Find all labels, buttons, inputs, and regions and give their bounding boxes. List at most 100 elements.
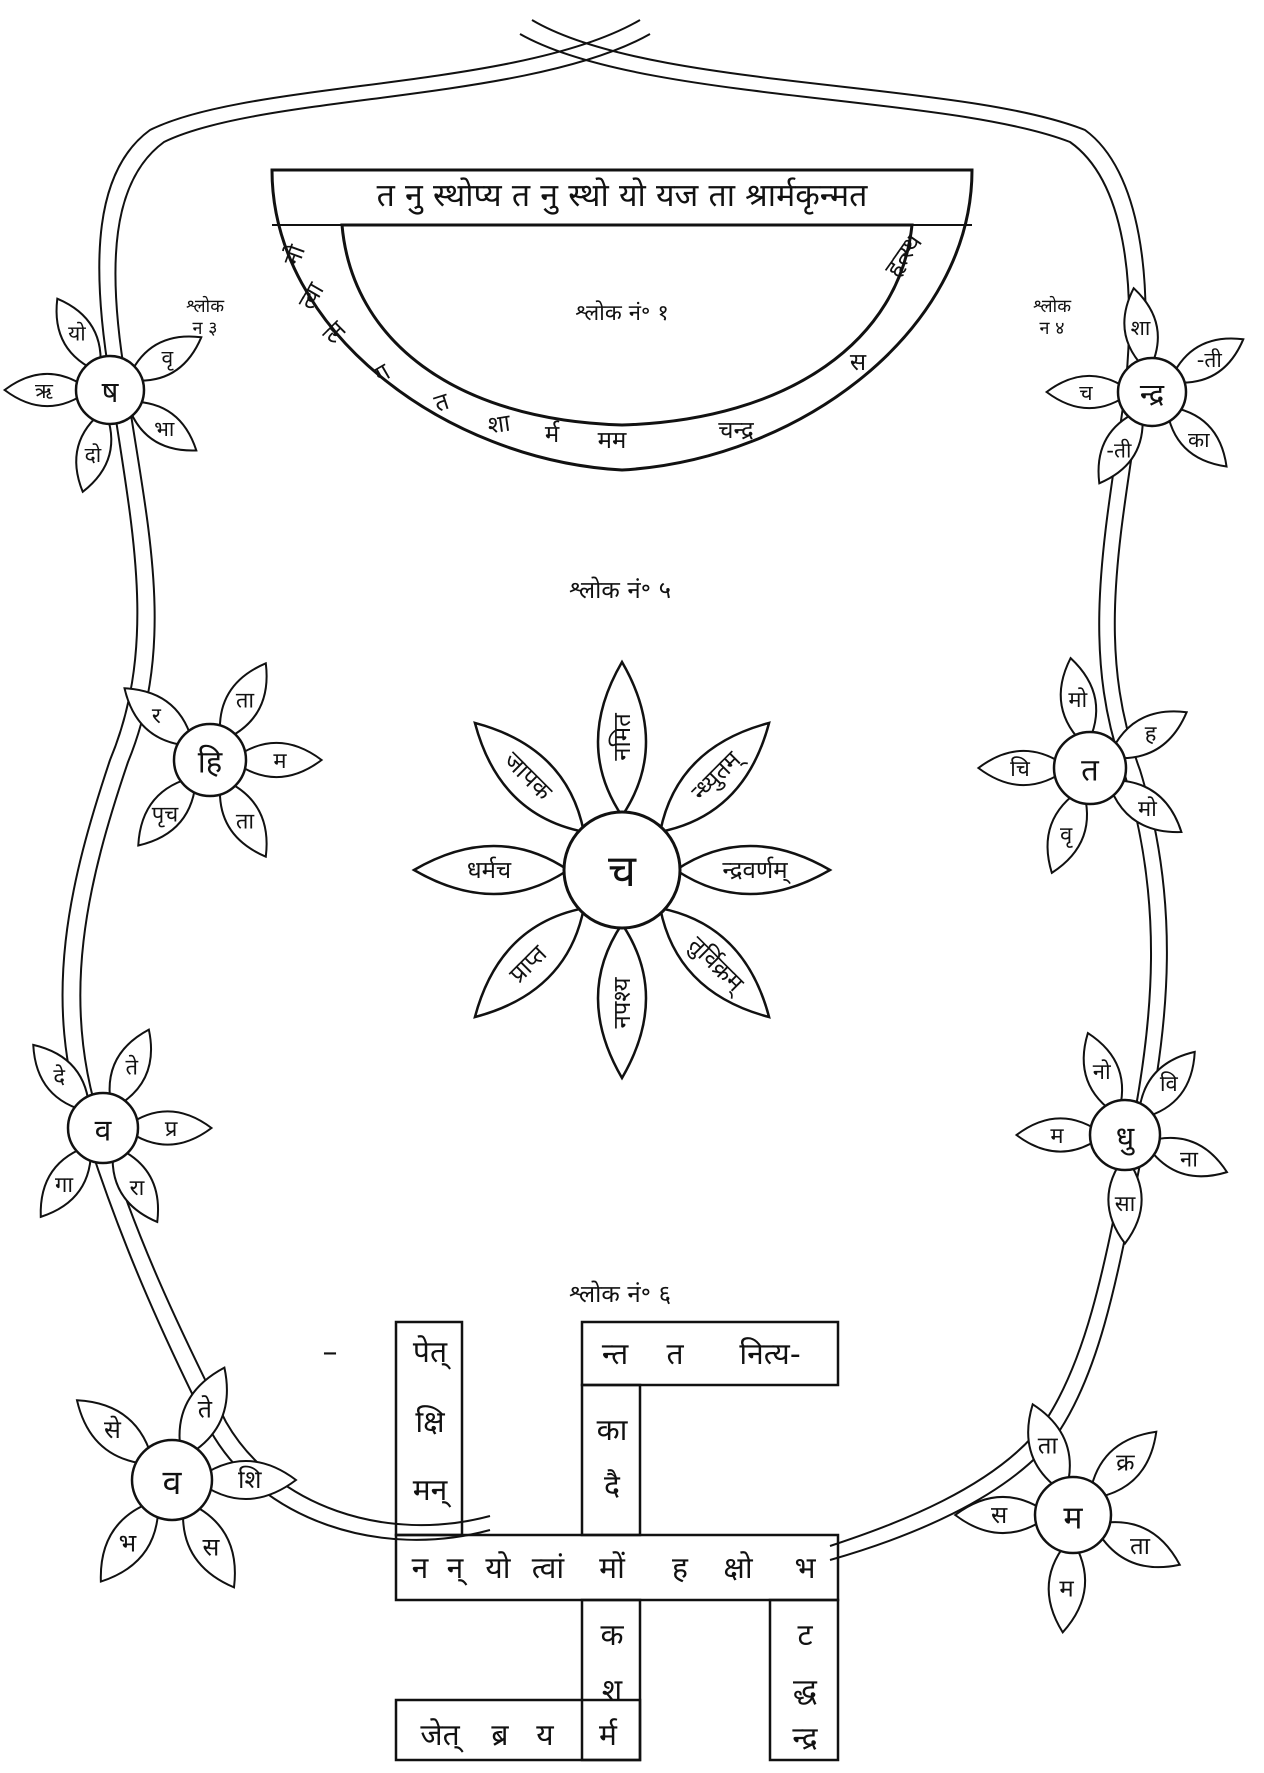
flower-left-4: ते शि स भ से व <box>65 1360 296 1597</box>
flower-center-letter: व <box>163 1463 183 1503</box>
petal-letter: मो <box>1068 687 1087 713</box>
flower-center-letter: व <box>95 1113 113 1148</box>
petal-letter: म <box>1050 1124 1064 1149</box>
petal-letter: -ती <box>1197 348 1223 372</box>
shloka5-flower: नमितन्ध्युतम् न्द्रवर्णम् तुर्विक्रम्नपश्य… <box>414 662 830 1078</box>
petal-letter: दो <box>85 443 102 467</box>
shloka1-arc-letter: शा <box>486 409 513 440</box>
big-petal: तुर्विक्रम् <box>643 891 786 1034</box>
petal-letter: का <box>1188 428 1210 452</box>
petal-letter: ता <box>236 810 255 835</box>
petal-letter: म <box>273 749 287 774</box>
swastika-cell: क्षो <box>723 1551 754 1586</box>
flower-center-letter: धु <box>1116 1120 1135 1156</box>
petal-letter: च <box>1079 381 1093 405</box>
petal-letter: स <box>202 1532 220 1561</box>
big-petal-text: नमित <box>608 712 636 761</box>
petal-letter: शा <box>1131 316 1151 340</box>
petal-letter: म <box>1059 1575 1074 1603</box>
big-flower-center-letter: च <box>608 846 637 897</box>
swastika-cell: का <box>597 1413 629 1448</box>
petal-letter: -ती <box>1106 438 1132 462</box>
swastika-cell: न <box>412 1551 430 1586</box>
shloka1-arc-letter: मम <box>598 426 627 454</box>
petal-letter: चि <box>1010 756 1031 782</box>
shloka1-bowl: त नु स्थोप्य त नु स्थो यो यज ता श्रार्मक… <box>272 170 972 470</box>
petal-letter: नो <box>1093 1059 1111 1085</box>
shloka1-heading: श्लोक नं॰ १ <box>575 300 669 326</box>
petal-letter: ते <box>198 1395 213 1424</box>
swastika-cell: ह <box>672 1551 689 1586</box>
petal-letter: क्र <box>1116 1449 1135 1477</box>
flower-label: श्लोकन ३ <box>186 295 225 339</box>
flower-center-letter: न्द्र <box>1140 377 1165 411</box>
petal-letter: यो <box>68 322 86 346</box>
flower-center-letter: ष <box>102 375 120 409</box>
petal-letter: पृच <box>152 803 179 828</box>
big-petal: न्द्रवर्णम् <box>676 846 830 894</box>
petal-letter: ता <box>1130 1532 1151 1560</box>
petal-letter: ह <box>1145 722 1157 747</box>
flower-left-2: ता म ता पृच र हि <box>114 655 322 865</box>
swastika-cell: दै <box>604 1469 621 1504</box>
petal-letter: ता <box>1038 1432 1059 1460</box>
swastika-cell: न् <box>447 1551 468 1586</box>
swastika-cell: क <box>600 1618 624 1653</box>
swastika-cell: श <box>602 1673 623 1708</box>
shloka1-top-line: त नु स्थोप्य त नु स्थो यो यज ता श्रार्मक… <box>377 176 868 215</box>
petal-letter: मो <box>1138 796 1157 822</box>
flower-right-2: मो ह मो वृ चि त <box>978 655 1195 879</box>
petal-letter: सा <box>1115 1192 1136 1217</box>
swastika-cell: य <box>536 1718 554 1753</box>
swastika-cell: त <box>666 1337 684 1372</box>
petal-letter: ना <box>1180 1147 1198 1172</box>
swastika-cell: न्त <box>602 1337 629 1372</box>
petal-letter: से <box>104 1415 122 1444</box>
petal-letter: रा <box>130 1176 145 1201</box>
swastika-cell: र्म <box>599 1718 618 1753</box>
petal-letter: वृ <box>1060 823 1073 848</box>
flower-left-3: ते प्र रा गा दे व <box>21 1023 212 1231</box>
shloka6-dash: – <box>323 1335 338 1370</box>
shloka5-heading: श्लोक नं॰ ५ <box>569 576 671 604</box>
big-petal: नमित <box>598 662 646 816</box>
big-petal-text: नपश्य <box>608 976 636 1028</box>
flower-right-3: नो वि ना सा म धु <box>1017 1027 1233 1243</box>
big-petal: न्ध्युतम् <box>643 706 786 849</box>
shloka1-arc-letter: स <box>850 348 867 376</box>
swastika-cell: मन् <box>413 1473 452 1508</box>
petal-letter: शि <box>238 1465 262 1494</box>
petal-letter: वि <box>1160 1071 1179 1097</box>
big-petal: नपश्य <box>598 924 646 1078</box>
flower-center-letter: हि <box>198 745 223 781</box>
petal-letter: ता <box>236 688 255 713</box>
shloka6-swastika: पेत्क्षिमन्न्ततनित्य-कादैनन्योत्वांमोंहक… <box>396 1322 838 1760</box>
swastika-cell: ट <box>797 1618 813 1653</box>
flower-center-letter: त <box>1081 753 1100 789</box>
swastika-cell: भ <box>794 1551 816 1586</box>
swastika-box <box>582 1385 640 1535</box>
petal-letter: ते <box>126 1054 139 1080</box>
swastika-cell: ब्र <box>491 1718 509 1753</box>
flower-shloka3: योवृभादोऋषश्लोकन ३ <box>5 291 226 496</box>
swastika-cell: पेत् <box>413 1335 451 1370</box>
shloka1-arc-letter: चन्द्र <box>718 416 754 444</box>
swastika-cell: त्वां <box>532 1551 566 1586</box>
petal-letter: भ <box>119 1529 137 1558</box>
swastika-cell: जेत् <box>420 1718 463 1753</box>
petal-letter: वृ <box>161 346 174 371</box>
shloka1-arc-letter: र्म <box>545 420 560 448</box>
petal-letter: प्र <box>165 1117 178 1142</box>
petal-letter: र <box>152 704 162 729</box>
petal-letter: दे <box>53 1064 65 1090</box>
flower-label: श्लोकन ४ <box>1033 295 1072 339</box>
petal-letter: गा <box>55 1173 73 1198</box>
big-petal: धर्मच <box>414 846 568 894</box>
swastika-cell: यो <box>485 1551 511 1586</box>
petal-letter: स <box>991 1501 1008 1529</box>
flower-shloka4: शा -ती का -ती च न्द्र श्लोकन ४ <box>1033 285 1251 491</box>
big-petal: जापक <box>458 706 601 849</box>
big-petal-text: न्द्रवर्णम् <box>722 856 791 885</box>
